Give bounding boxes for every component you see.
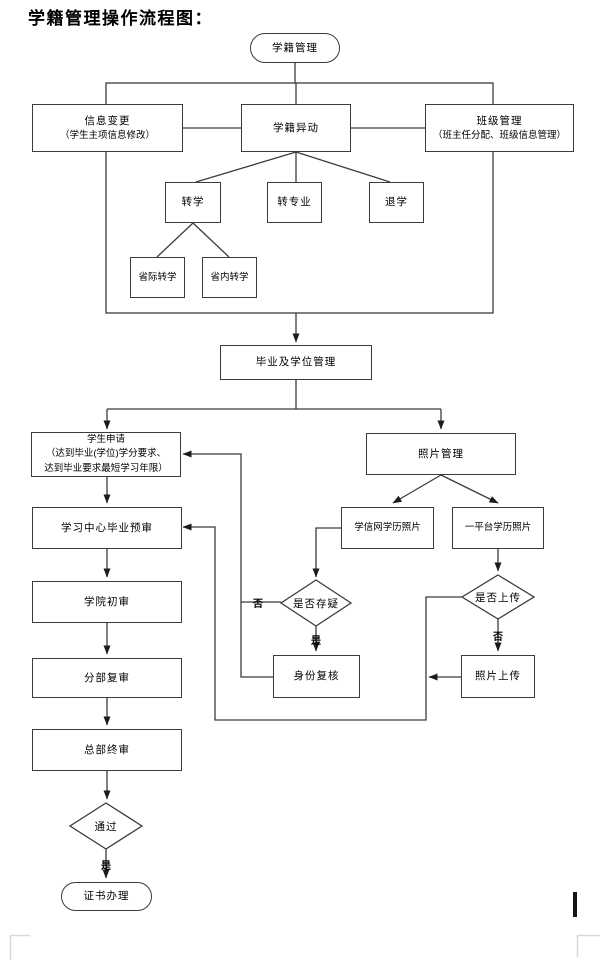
pass-check-diamond <box>68 802 144 850</box>
text-cursor <box>573 892 577 917</box>
doubt-check-label: 是否存疑 <box>293 597 339 610</box>
page-corner-mark-left <box>9 934 30 960</box>
node-inter-province-transfer: 省际转学 <box>130 257 185 298</box>
pass-yes-label: 是 <box>101 860 111 872</box>
node-photo-upload: 照片上传 <box>461 655 535 698</box>
page-corner-mark-right <box>576 934 600 957</box>
edge-status-change-transfer <box>195 151 297 183</box>
node-student-apply: 学生申请 （达到毕业(学位)学分要求、 达到毕业要求最短学习年限） <box>31 432 181 477</box>
edge-status-change-withdraw <box>295 151 391 183</box>
node-major-transfer: 转专业 <box>267 182 322 223</box>
edge-transfer-inter-province <box>156 222 194 258</box>
pass-check-label: 通过 <box>94 820 118 833</box>
upload-check-label: 是否上传 <box>475 591 521 604</box>
node-branch-review: 分部复审 <box>32 658 182 698</box>
node-identity-recheck: 身份复核 <box>273 655 360 698</box>
node-certificate: 证书办理 <box>61 882 152 911</box>
node-photo-mgmt: 照片管理 <box>366 433 516 475</box>
page-title: 学籍管理操作流程图： <box>28 9 213 28</box>
node-class-mgmt: 班级管理 （班主任分配、班级信息管理） <box>425 104 574 152</box>
node-start: 学籍管理 <box>250 33 340 63</box>
node-intra-province-transfer: 省内转学 <box>202 257 257 298</box>
node-withdraw: 退学 <box>369 182 424 223</box>
upload-check-diamond <box>460 574 536 620</box>
doubt-check-diamond <box>279 579 353 627</box>
node-graduation-degree-mgmt: 毕业及学位管理 <box>220 345 372 380</box>
node-college-initial-audit: 学院初审 <box>32 581 182 623</box>
node-xuexin-photo: 学信网学历照片 <box>341 507 434 549</box>
node-hq-final-audit: 总部终审 <box>32 729 182 771</box>
node-info-change: 信息变更 （学生主项信息修改） <box>32 104 183 152</box>
doubt-yes-label: 是 <box>311 635 321 647</box>
edge-transfer-intra-province <box>192 222 230 258</box>
upload-no-label: 否 <box>493 631 503 643</box>
edge-identity-loop-to-student-apply <box>182 450 273 678</box>
edge-upload-loop-to-preaudit <box>182 523 462 721</box>
container-rect <box>105 82 494 314</box>
node-center-preaudit: 学习中心毕业预审 <box>32 507 182 549</box>
node-transfer: 转学 <box>165 182 221 223</box>
node-platform-photo: 一平台学历照片 <box>452 507 544 549</box>
edge-xuexin-to-doubt-check <box>312 527 341 578</box>
edge-photo-mgmt-to-xuexin <box>392 474 442 504</box>
edge-photo-mgmt-to-platform <box>440 474 499 504</box>
node-status-change: 学籍异动 <box>241 104 351 152</box>
doubt-no-label: 否 <box>253 598 263 610</box>
